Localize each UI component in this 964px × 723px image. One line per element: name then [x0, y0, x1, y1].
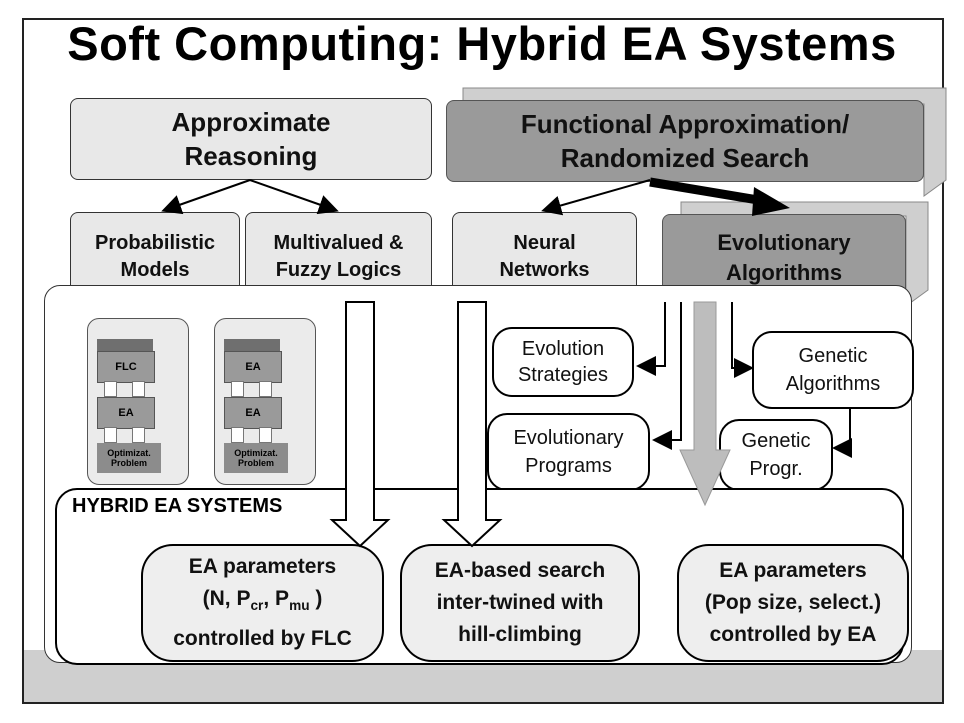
neural-line2: Networks	[499, 259, 590, 281]
slide-title: Soft Computing: Hybrid EA Systems	[67, 17, 897, 70]
hybrid-flc-line2: (N, Pcr, Pmu )	[173, 583, 352, 622]
ea-layer-top	[224, 339, 280, 351]
gray-arrow-ea	[679, 301, 731, 507]
flc-ea-stack: FLC EA Optimizat.Problem	[87, 318, 189, 485]
probabilistic-line2: Models	[120, 259, 190, 281]
pcr-subscript: cr	[250, 598, 264, 614]
ep-line2: Programs	[525, 455, 612, 477]
params-prefix: (N, P	[202, 587, 251, 611]
stack-pillar	[104, 381, 117, 397]
neural-line1: Neural	[513, 232, 576, 254]
functional-approximation-line1: Functional Approximation/	[520, 109, 850, 139]
ea-top-layer: EA	[224, 351, 282, 383]
connector-evolutionary-programs	[652, 302, 682, 450]
ea-middle-layer: EA	[224, 397, 282, 429]
approximate-reasoning-line1: Approximate	[171, 107, 331, 137]
hybrid-hill-line3: hill-climbing	[458, 623, 582, 646]
es-line1: Evolution	[521, 338, 605, 360]
opt-line1: Optimizat.	[107, 448, 151, 458]
connector-genetic-algorithms	[731, 302, 754, 378]
hybrid-ea-line2: (Pop size, select.)	[704, 591, 882, 614]
connector-genetic-programming	[832, 409, 852, 458]
probabilistic-line1: Probabilistic	[94, 232, 216, 254]
opt-line2: Problem	[110, 458, 147, 468]
hollow-arrow-neural	[441, 301, 503, 548]
gp-line1: Genetic	[741, 430, 811, 452]
hybrid-hill-line2: inter-twined with	[436, 591, 604, 614]
hybrid-ea-line1: EA parameters	[719, 559, 867, 582]
stack-pillar	[132, 381, 145, 397]
hybrid-flc-box: EA parameters (N, Pcr, Pmu ) controlled …	[141, 544, 384, 662]
evolutionary-line2: Algorithms	[725, 260, 843, 285]
ea-ea-stack: EA EA Optimizat.Problem	[214, 318, 316, 485]
params-suffix: )	[309, 587, 323, 611]
flc-layer-top	[97, 339, 153, 351]
flc-layer: FLC	[97, 351, 155, 383]
gp-line2: Progr.	[749, 458, 803, 480]
stack-pillar	[259, 381, 272, 397]
optimization-problem-layer: Optimizat.Problem	[97, 443, 161, 473]
functional-approximation-line2: Randomized Search	[560, 143, 810, 173]
ea-layer: EA	[97, 397, 155, 429]
stack-pillar	[231, 427, 244, 443]
stack-pillar	[132, 427, 145, 443]
arrow-to-neural	[541, 179, 651, 216]
ga-line2: Algorithms	[785, 373, 881, 395]
hollow-arrow-fuzzy	[329, 301, 391, 548]
ga-line1: Genetic	[798, 345, 868, 367]
hybrid-ea-line3: controlled by EA	[709, 623, 877, 646]
multivalued-line2: Fuzzy Logics	[275, 259, 402, 281]
ep-line1: Evolutionary	[513, 427, 624, 449]
arrow-to-probabilistic	[161, 179, 251, 215]
es-line2: Strategies	[517, 364, 609, 386]
multivalued-line1: Multivalued &	[273, 232, 404, 254]
opt-line2: Problem	[237, 458, 274, 468]
functional-approximation-box: Functional Approximation/Randomized Sear…	[446, 100, 924, 182]
connector-evolution-strategies	[636, 302, 666, 376]
arrow-to-evolutionary-shaft	[649, 177, 771, 207]
params-mid: , P	[263, 587, 290, 611]
pmu-subscript: mu	[289, 598, 310, 614]
opt-line1: Optimizat.	[234, 448, 278, 458]
hybrid-hill-climbing-box: EA-based search inter-twined with hill-c…	[400, 544, 640, 662]
hybrid-ea-box: EA parameters (Pop size, select.) contro…	[677, 544, 909, 662]
evolutionary-line1: Evolutionary	[717, 230, 851, 255]
hybrid-hill-line1: EA-based search	[434, 559, 606, 582]
optimization-problem-layer: Optimizat.Problem	[224, 443, 288, 473]
stack-pillar	[259, 427, 272, 443]
hybrid-flc-line3: controlled by FLC	[173, 626, 352, 650]
stack-pillar	[231, 381, 244, 397]
hybrid-ea-systems-label: HYBRID EA SYSTEMS	[72, 495, 283, 517]
arrow-to-evolutionary-head	[752, 187, 790, 216]
arrow-to-multivalued	[249, 179, 339, 215]
hybrid-flc-line1: EA parameters	[188, 555, 337, 579]
stack-pillar	[104, 427, 117, 443]
approximate-reasoning-line2: Reasoning	[184, 141, 318, 171]
